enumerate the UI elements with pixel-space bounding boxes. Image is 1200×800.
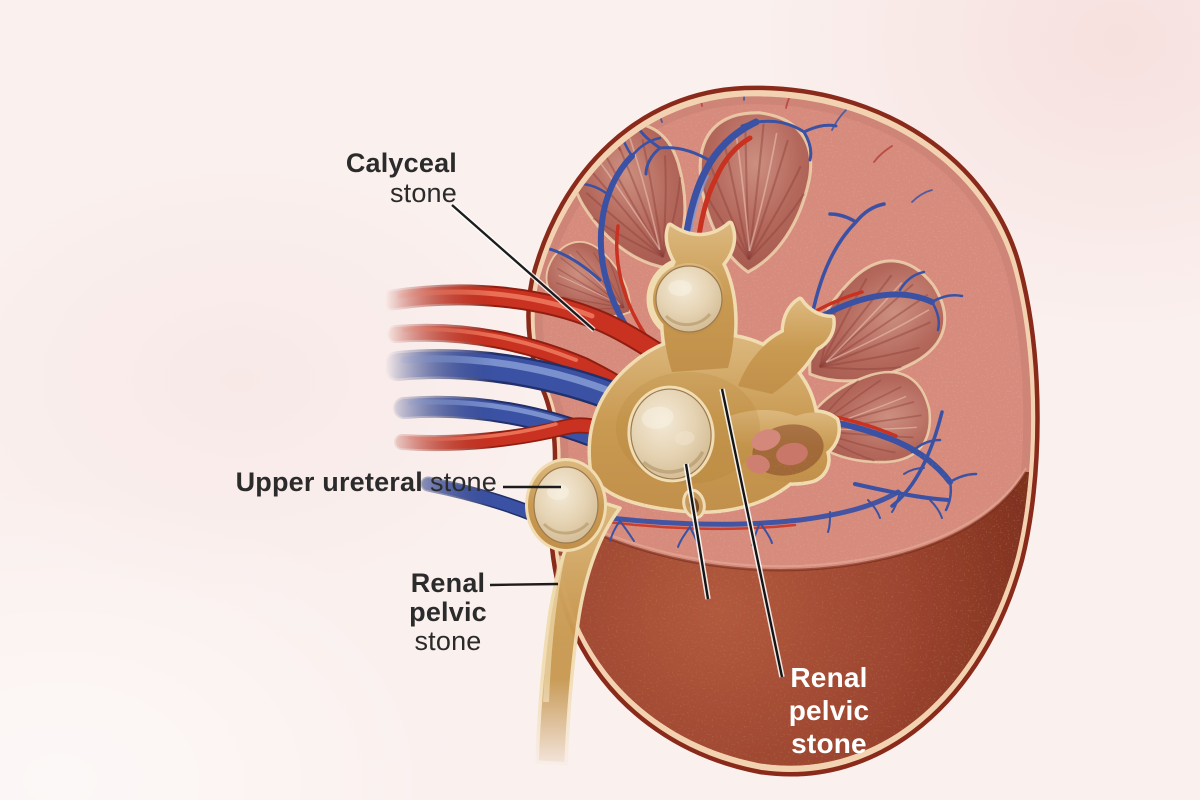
calyceal-stone-pointer — [450, 203, 596, 332]
label-text-bold: Renal — [410, 568, 486, 598]
renal-papilla — [746, 424, 824, 476]
stone-pointer-line — [683, 463, 711, 600]
label-renal-pelvic-stone-left: Renal pelvic stone — [368, 569, 528, 656]
renal-pelvic-stone-left-pointer — [489, 582, 559, 587]
renal-pelvic-stone-right-pointer — [719, 388, 785, 678]
label-text: stone — [429, 467, 497, 497]
pointer-lines — [450, 203, 785, 678]
label-text-bold: Upper ureteral — [235, 467, 423, 497]
ureter — [535, 496, 622, 766]
label-text: Renal — [790, 662, 868, 693]
label-text-bold: Calyceal — [345, 148, 457, 178]
upper-ureteral-stone-shape — [533, 466, 599, 544]
label-renal-pelvic-stone-right: Renal pelvic stone — [749, 661, 909, 760]
label-text-bold: pelvic — [409, 597, 487, 627]
calyceal-stone-shape — [655, 265, 723, 333]
label-calyceal-stone: Calyceal stone — [257, 148, 457, 208]
label-text: pelvic — [788, 695, 870, 726]
label-text: stone — [414, 626, 482, 656]
renal-pelvic-stone-shape — [627, 385, 715, 483]
label-text: stone — [791, 728, 867, 759]
label-text: stone — [389, 178, 457, 208]
